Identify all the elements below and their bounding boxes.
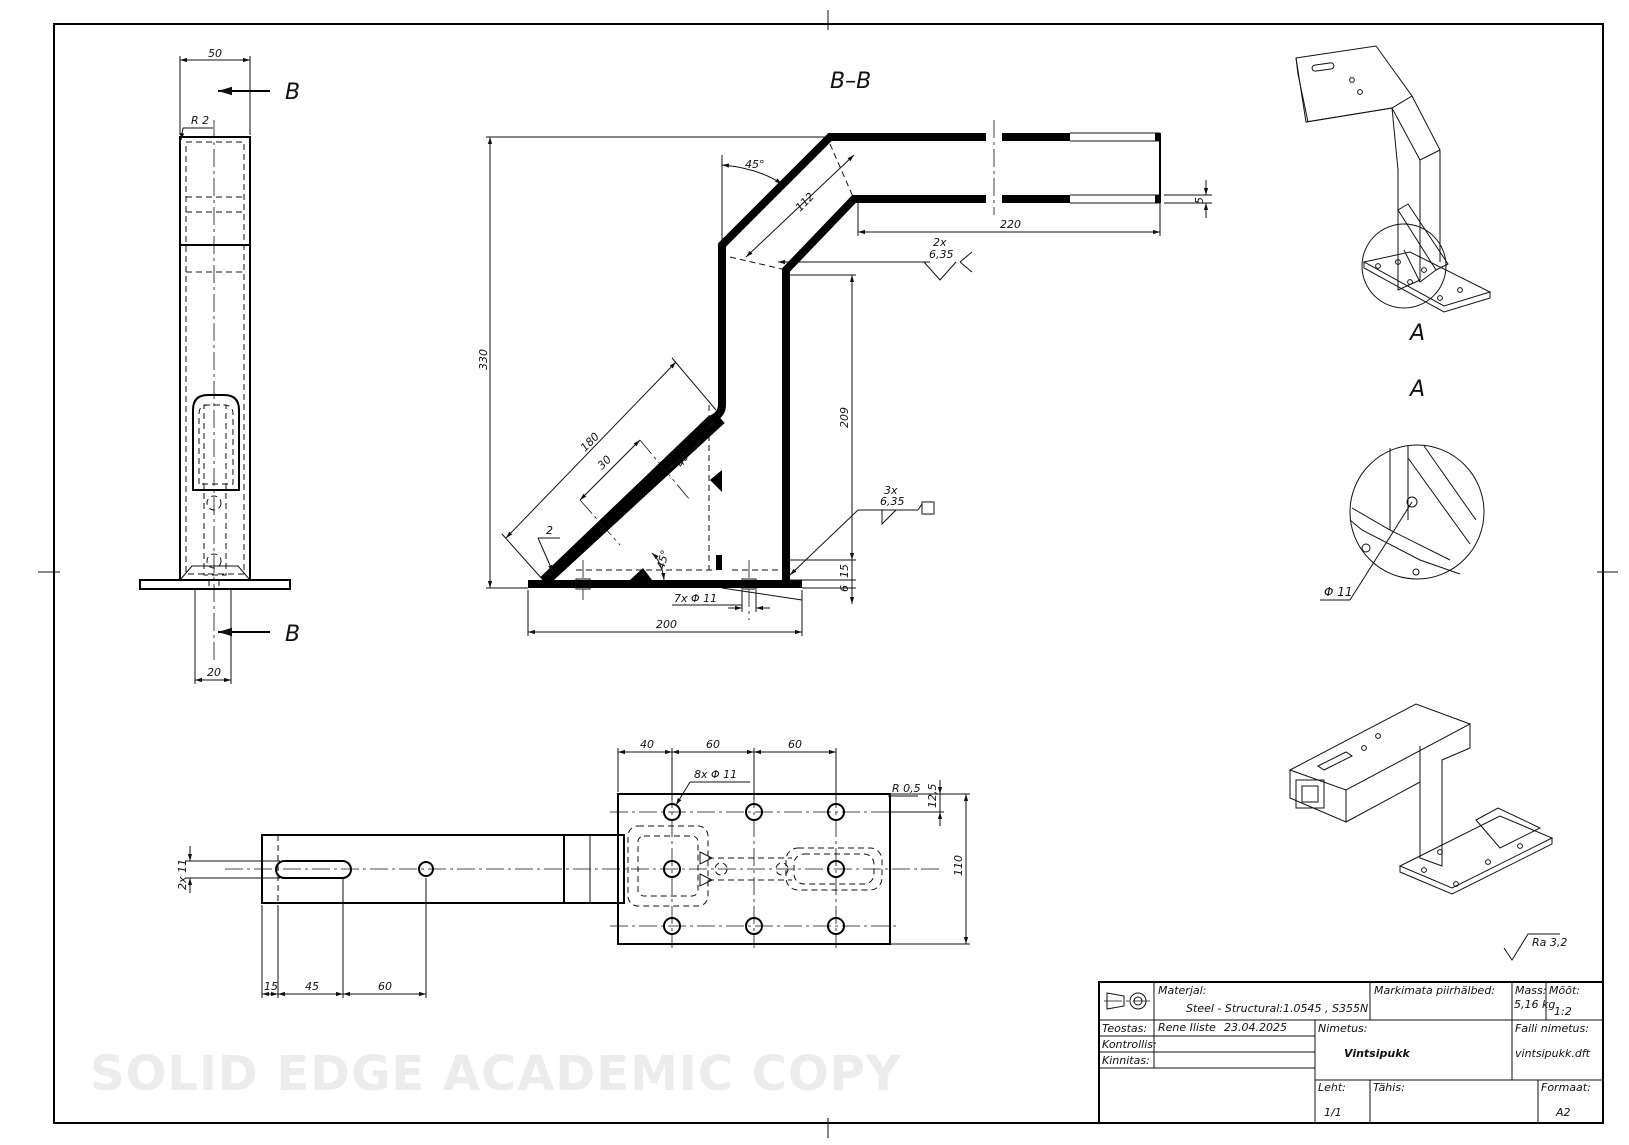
tb-teostas-label: Teostas:	[1102, 1022, 1147, 1035]
plan-dim-45: 45	[305, 980, 319, 993]
plan-view: 40 60 60 8x Φ 11 R 0,5 12,5 110	[176, 738, 970, 998]
plan-dim-60a: 60	[706, 738, 720, 751]
section-view: B–B	[477, 69, 1212, 636]
iso-view-bottom	[1288, 703, 1554, 895]
weld2-size: 6,35	[880, 495, 905, 508]
dim-209: 209	[838, 407, 851, 428]
dim-2: 2	[546, 524, 553, 537]
title-block: Materjal: Steel - Structural:1.0545 , S3…	[1098, 981, 1604, 1124]
tb-mass-value: 5,16 kg	[1514, 998, 1555, 1011]
surface-roughness: Ra 3,2	[1503, 933, 1567, 961]
tb-material-label: Materjal:	[1158, 984, 1206, 997]
dim-holes-section: 7x Φ 11	[674, 592, 717, 605]
section-title: B–B	[830, 69, 871, 94]
weld1-size: 6,35	[929, 248, 954, 261]
tb-mass-label: Mass:	[1515, 984, 1546, 997]
watermark: SOLID EDGE ACADEMIC COPY	[90, 1046, 902, 1102]
tb-material-value: Steel - Structural:1.0545 , S355N	[1186, 1002, 1368, 1015]
tb-scale-label: Mõõt:	[1549, 984, 1580, 997]
plan-dim-60c: 60	[378, 980, 392, 993]
tb-format-value: A2	[1555, 1106, 1571, 1119]
detail-view: A Φ 11	[1320, 377, 1485, 601]
dim-180: 180	[578, 430, 602, 454]
dim-15: 15	[838, 564, 851, 578]
iso-detail-label: A	[1408, 321, 1425, 346]
dim-angle-top: 45°	[745, 158, 765, 171]
plan-dim-15: 15	[264, 980, 278, 993]
tb-file-value: vintsipukk.dft	[1515, 1047, 1591, 1060]
weld1-count: 2x	[933, 236, 947, 249]
dim-40: 40	[673, 451, 691, 470]
tb-leht-value: 1/1	[1324, 1106, 1342, 1119]
dim-angle-bottom: 45°	[654, 549, 672, 571]
plan-dim-holes: 8x Φ 11	[694, 768, 737, 781]
plan-dim-radius: R 0,5	[892, 782, 921, 795]
detail-hole: Φ 11	[1324, 585, 1353, 599]
tb-kontrollis-label: Kontrollis:	[1102, 1038, 1157, 1051]
dim-5: 5	[1193, 197, 1206, 204]
sheet-frame	[38, 10, 1618, 1138]
dim-330: 330	[477, 349, 490, 370]
tb-tolerance-label: Markimata piirhälbed:	[1374, 984, 1495, 997]
section-mark-bottom: B	[285, 622, 300, 647]
tb-nimetus-label: Nimetus:	[1318, 1022, 1368, 1035]
tb-teostas-value: Rene Iliste	[1158, 1021, 1216, 1034]
tb-nimetus-value: Vintsipukk	[1344, 1047, 1411, 1060]
dim-6: 6	[838, 585, 851, 592]
section-mark-top: B	[285, 80, 300, 105]
tb-tahis-label: Tähis:	[1373, 1081, 1405, 1094]
tb-date-value: 23.04.2025	[1224, 1021, 1287, 1034]
dim-200: 200	[656, 618, 677, 631]
plan-dim-60b: 60	[788, 738, 802, 751]
tb-leht-label: Leht:	[1318, 1081, 1346, 1094]
plan-dim-110: 110	[952, 855, 965, 876]
side-view: 50 R 2 20 B B	[139, 47, 300, 684]
side-dim-radius: R 2	[191, 114, 209, 127]
tb-scale-value: 1:2	[1554, 1005, 1572, 1018]
dim-220: 220	[1000, 218, 1021, 231]
plan-dim-slot: 2x 11	[176, 859, 189, 890]
plan-dim-40: 40	[640, 738, 654, 751]
surface-value: Ra 3,2	[1532, 936, 1567, 949]
plan-dim-125: 12,5	[926, 784, 939, 809]
tb-file-label: Faili nimetus:	[1515, 1022, 1589, 1035]
iso-view-top: A	[1295, 45, 1492, 346]
side-dim-bottom: 20	[207, 666, 221, 679]
side-dim-width: 50	[208, 47, 222, 60]
weld2-count: 3x	[884, 484, 898, 497]
tb-format-label: Formaat:	[1541, 1081, 1591, 1094]
tb-kinnitas-label: Kinnitas:	[1102, 1054, 1150, 1067]
detail-title: A	[1408, 377, 1425, 402]
